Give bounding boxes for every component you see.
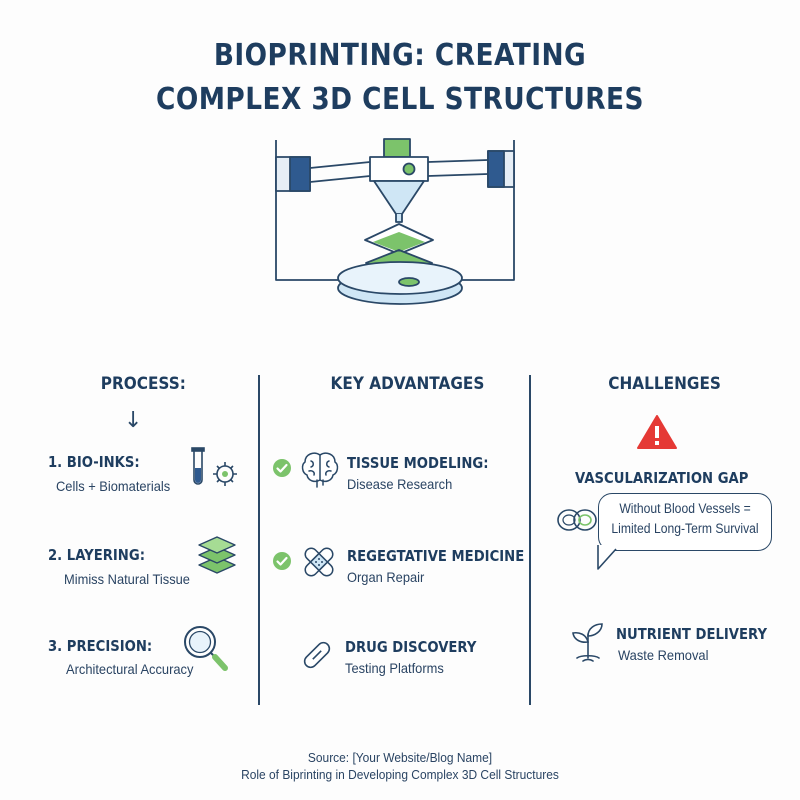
footer-source: Source: [Your Website/Blog Name] <box>307 750 493 765</box>
printer-nozzle <box>373 180 425 215</box>
test-tube-cell-icon <box>191 447 237 486</box>
bubble-line-2: Limited Long-Term Survival <box>611 521 759 536</box>
warning-icon <box>637 415 677 449</box>
title-line-1: BIOPRINTING: CREATING <box>213 38 587 73</box>
process-item-title-1: 1. BIO-INKS: <box>48 453 140 471</box>
bioprinter-icon <box>275 138 515 305</box>
challenge-item-sub-2: Waste Removal <box>618 647 709 663</box>
sprout-icon <box>572 623 603 662</box>
check-icon <box>273 459 291 477</box>
advantage-item-sub-2: Organ Repair <box>347 569 425 585</box>
advantage-item-sub-1: Disease Research <box>347 476 453 492</box>
advantage-item-title-2: REGEGTATIVE MEDICINE <box>347 547 525 565</box>
advantage-item-sub-3: Testing Platforms <box>345 660 444 676</box>
title-line-2: COMPLEX 3D CELL STRUCTURES <box>156 82 644 117</box>
column-divider-left <box>258 375 260 705</box>
advantage-item-title-3: DRUG DISCOVERY <box>345 638 477 656</box>
printer-carriage <box>369 156 429 182</box>
challenges-heading: CHALLENGES <box>608 374 721 394</box>
process-item-title-3: 3. PRECISION: <box>48 637 153 655</box>
footer-caption: Role of Biprinting in Developing Complex… <box>241 767 559 782</box>
layers-icon <box>198 536 236 574</box>
printer-rail <box>309 159 489 183</box>
capsule-icon <box>303 641 331 669</box>
process-heading: PROCESS: <box>100 374 186 394</box>
process-item-sub-1: Cells + Biomaterials <box>56 478 171 494</box>
brain-icon <box>301 452 339 488</box>
advantage-item-title-1: TISSUE MODELING: <box>347 454 489 472</box>
blood-vessel-icon <box>557 509 597 531</box>
process-item-sub-2: Mimiss Natural Tissue <box>64 571 190 587</box>
bandage-icon <box>304 547 334 577</box>
arrow-down-icon: ↓ <box>124 408 143 433</box>
bubble-line-1: Without Blood Vessels = <box>619 501 751 516</box>
printer-cartridge <box>383 138 411 158</box>
challenge-item-title-1: VASCULARIZATION GAP <box>575 469 749 487</box>
magnifier-icon <box>184 626 228 671</box>
vascularization-speech-bubble: Without Blood Vessels = Limited Long-Ter… <box>598 493 772 551</box>
challenge-item-title-2: NUTRIENT DELIVERY <box>616 625 768 643</box>
advantages-heading: KEY ADVANTAGES <box>330 374 485 394</box>
process-item-sub-3: Architectural Accuracy <box>66 661 194 677</box>
column-divider-right <box>529 375 531 705</box>
page-title: BIOPRINTING: CREATING COMPLEX 3D CELL ST… <box>48 34 752 122</box>
check-icon <box>273 552 291 570</box>
process-item-title-2: 2. LAYERING: <box>48 546 145 564</box>
bubble-tail <box>597 545 617 570</box>
